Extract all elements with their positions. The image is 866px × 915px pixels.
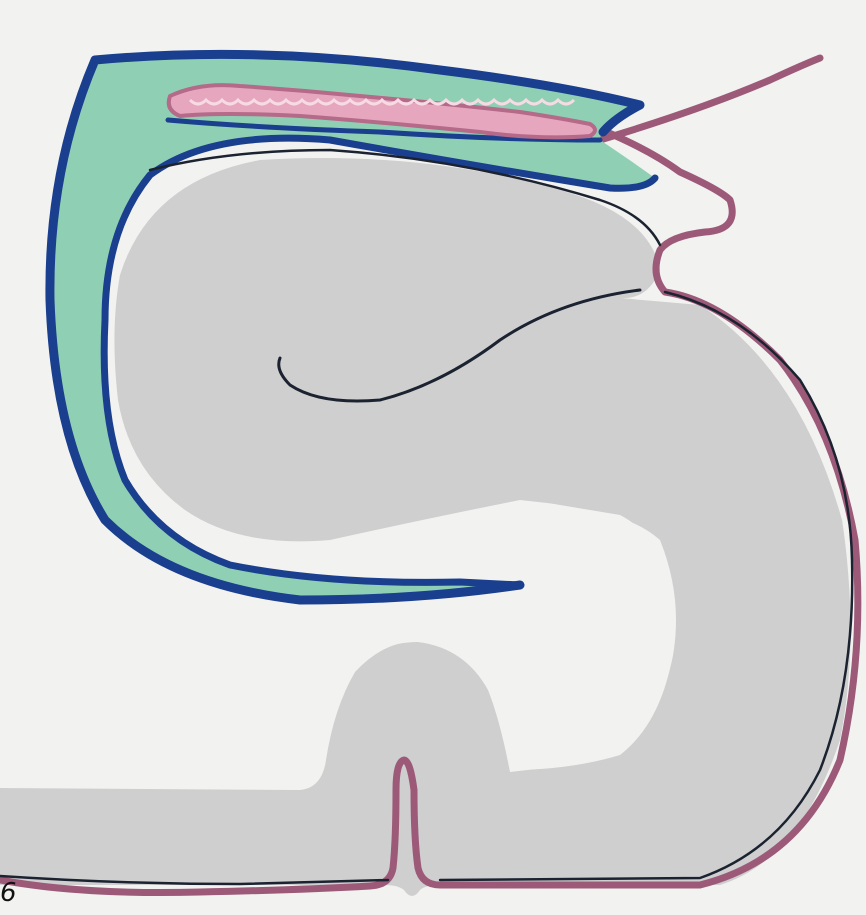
figure-label: 6 xyxy=(0,878,17,908)
